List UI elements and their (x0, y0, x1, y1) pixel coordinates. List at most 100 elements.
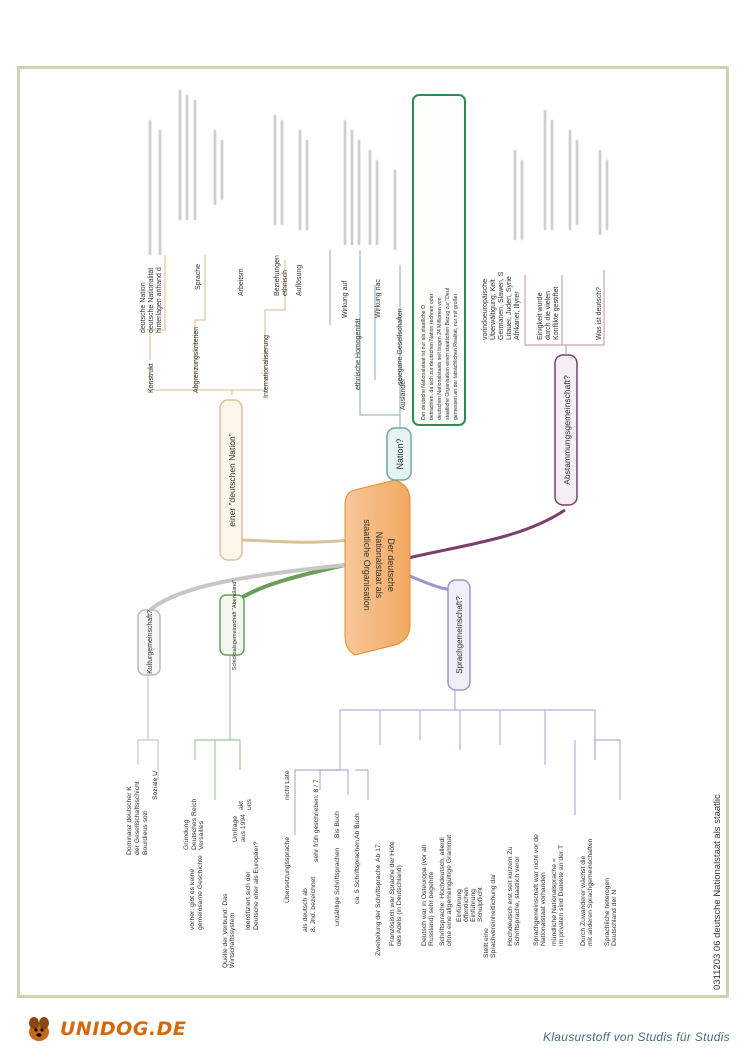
kultur-item-4: Soziale U (152, 771, 159, 800)
dn-konstrukt-item-2: deutsche Nationalität (148, 268, 155, 333)
schicksal-item-2: Deutsches Reich (191, 798, 198, 850)
schicksal-item-4: vorher: gibt es keine (189, 869, 196, 930)
node-sprach[interactable]: Sprachgemeinschaft? (447, 579, 471, 691)
unidog-logo[interactable]: UNIDOG.DE (24, 1014, 186, 1044)
center-node[interactable]: Der deutsche Nationalstaat als staatlich… (344, 479, 411, 656)
sprach-item-8: ca. 5 Schriftsprachen (354, 840, 361, 904)
sprach-items: Übersetzungssprache nicht Late als deutsch… (283, 770, 618, 958)
center-title-line-3: staatliche Organisation (362, 519, 372, 611)
dn-aufloesung: Auflösung (296, 265, 303, 296)
quote-line-4: staatliche Organisation einen staatliche… (445, 287, 451, 420)
schicksal-item-13: uns (246, 798, 253, 810)
sprach-item-26: Sprachgemeinschaft war nicht vor de (533, 834, 540, 946)
sprach-item-3: als deutsch ab (302, 888, 309, 932)
sprach-item-12: Französisch war Sprache der Höfe (389, 841, 396, 946)
sprach-item-7: Bis Buch (334, 811, 341, 838)
sprach-item-2: nicht Late (284, 770, 291, 800)
dn-sprache: Sprache (195, 264, 202, 290)
deutsche-nation-lines (149, 255, 286, 395)
node-nation[interactable]: Nation? (386, 427, 412, 481)
sprach-item-14: Deutsch war in Osteuropa (vor all (421, 845, 428, 946)
sprach-item-10: Zweiteilung der Schriftsprache (375, 864, 382, 956)
node-kultur-label: Kulturgemeinschaft? (147, 610, 154, 674)
node-abstammung[interactable]: Abstammungsgemeinschaft? (554, 354, 578, 506)
schicksal-item-11: Wirtschaftssystem (229, 913, 236, 968)
dn-beziehungen: Beziehungen (274, 255, 281, 296)
nation-branch-lines (329, 250, 401, 430)
sprach-item-33: Deutschland der N (611, 890, 618, 946)
sprach-item-1: Übersetzungssprache (283, 837, 291, 903)
node-kultur[interactable]: Kulturgemeinschaft? (137, 609, 161, 676)
ab-item-6: Einigkeit wurde (537, 292, 544, 340)
blurred-details (148, 90, 609, 255)
ab-item-2: Überwältigung, Kelt (489, 279, 497, 340)
schicksal-lines (194, 655, 241, 800)
ab-item-9: Was ist deutsch? (596, 287, 603, 340)
node-schicksal[interactable]: Schicksalsgemeinschaft "Abendland" (219, 580, 245, 670)
schicksal-item-1: Gründung (183, 820, 190, 850)
ab-item-7: durch die vielen (545, 291, 552, 340)
sprach-item-4: 8. Jhd. bezeichnet (310, 877, 317, 932)
sprach-item-24: Hochdeutsch erst seit kurzem Zu (507, 846, 514, 946)
sprach-item-16: Schriftsprache: Hochdeutsch, allerdi (439, 837, 446, 946)
page-frame (17, 66, 729, 998)
nation-item-auslaender: Ausländer (400, 378, 407, 410)
node-deutsche-nation[interactable]: einer "deutschen Nation" (219, 399, 243, 561)
node-schicksal-label: Schicksalsgemeinschaft "Abendland" (232, 580, 238, 670)
sprach-item-32: Sprachliche heterogen (604, 878, 611, 946)
node-deutsche-nation-label: einer "deutschen Nation" (227, 433, 237, 526)
side-title: 0311203 06 deutsche Nationalstaat als st… (712, 794, 723, 990)
ab-item-8: Konflikte gestiftet (553, 287, 560, 340)
quote-line-3: deutschen Nationalstaats seit bogen 24 M… (437, 297, 443, 420)
nation-item-homogenitaet: ethnische Homogenität (355, 318, 362, 390)
quote-line-2: betrachten, da sich zur deutschen Nation… (429, 293, 435, 420)
logo-text: UNIDOG.DE (60, 1018, 187, 1040)
nation-item-wirkung-nac: Wirkung nac (375, 279, 382, 318)
dn-abgrenzung: Abgrenzungskriterien (193, 327, 200, 393)
schicksal-item-10: Quelle der Verbund: Das (222, 893, 229, 968)
dn-arbeitsm: Arbeitsm (238, 268, 245, 296)
dn-konstrukt-item-3: hinterlagen anhand d (156, 267, 163, 333)
nation-quote-box: Der deutsche Nationalstaat ist nur als s… (412, 94, 466, 426)
quote-line-5: gemessen an der tatsächlichen Realität, … (453, 293, 459, 420)
sprach-item-29: im privaten sind Dialekte an der T (558, 845, 565, 946)
sprach-lines (294, 690, 621, 835)
sprach-item-11: Ab 17. (375, 842, 382, 862)
dn-konstrukt: Konstrukt (148, 363, 155, 393)
schicksal-item-5: gemeinsame Geschichte (197, 855, 204, 930)
center-title-line-1: Der deutsche (386, 538, 396, 592)
kultur-item-3: Bourdieus sozi (142, 810, 149, 855)
schicksal-item-12: akt (238, 801, 245, 810)
ab-item-1: vorindoeuropäische (482, 279, 489, 340)
dn-international: Internationalisierung (263, 335, 270, 398)
sprach-item-15: Russland) sehr begehrte (428, 871, 435, 946)
schicksal-item-3: Versailles (198, 820, 205, 850)
quote-line-1: Der deutsche Nationalstaat ist nur als s… (421, 305, 427, 420)
node-abstammung-label: Abstammungsgemeinschaft? (562, 375, 572, 485)
ab-item-5: Afrikaner, Illyrer (514, 291, 521, 340)
abstammung-dividers (524, 270, 605, 355)
schicksal-item-6: Umfrage (232, 816, 239, 842)
footer-slogan: Klausurstoff von Studis für Studis (543, 1030, 730, 1044)
nation-item-gesellschaften: seiegane Gesellschaften (397, 308, 404, 385)
dn-konstrukt-item-1: deutsche Nation (140, 282, 147, 333)
kultur-item-1: Dominanz deutscher K (126, 786, 133, 855)
sprach-item-6: unzählige Schriftsprachen (334, 848, 341, 926)
sprach-item-18: Einführung (456, 889, 463, 922)
schicksal-item-9: Deutsche eher als Europäer? (253, 841, 260, 930)
sprach-item-22: Stellt eine (483, 928, 490, 958)
sprach-item-13: des Adels (in Deutschland) (396, 865, 403, 946)
sprach-item-30: Durch Zuwanderer wächst die (580, 855, 587, 946)
dog-mascot-icon (29, 1017, 49, 1041)
node-sprach-label: Sprachgemeinschaft? (455, 596, 464, 674)
ab-item-4: Litauer, Juden, Syrie (506, 276, 513, 340)
kultur-item-2: der Gesellschaftsschicht (134, 781, 141, 855)
schicksal-item-8: Identifiziert sich der (245, 871, 252, 930)
center-title-line-2: Nationalstaat als (374, 532, 384, 599)
kultur-lines (137, 675, 159, 780)
schicksal-item-7: aus 1994 (240, 814, 247, 842)
